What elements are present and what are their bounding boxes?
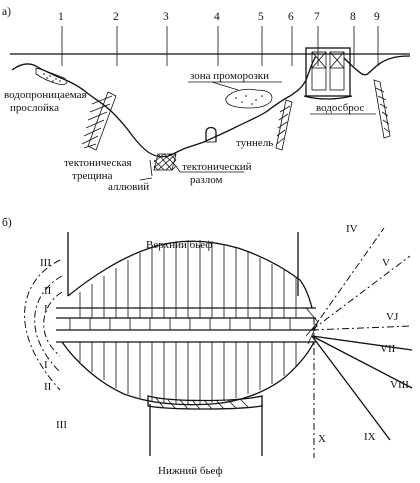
section-number: 4 — [214, 11, 220, 23]
section-number: 5 — [258, 11, 264, 23]
section-numbers: 1 2 3 4 5 6 7 8 9 — [58, 11, 380, 23]
radial-origin — [305, 307, 319, 345]
left-label-III-bottom: III — [56, 419, 67, 431]
radial-IV — [311, 227, 385, 331]
downstream-label: Нижний бьеф — [158, 465, 223, 477]
section-number: 3 — [163, 11, 169, 23]
alluvium-underline — [139, 177, 153, 181]
downstream-body — [61, 341, 315, 406]
right-label-V: V — [382, 257, 390, 269]
upstream-body — [67, 240, 313, 309]
section-number: 6 — [288, 11, 294, 23]
right-label-VIII: VIII — [390, 379, 409, 391]
tectonic-fault — [153, 153, 177, 171]
freeze-zone — [225, 88, 273, 109]
section-number: 1 — [58, 11, 64, 23]
left-label-III-top: III — [40, 257, 51, 269]
section-number: 7 — [314, 11, 320, 23]
tectonic-crack — [81, 91, 117, 151]
tunnel-label: туннель — [236, 137, 273, 149]
radial-VI — [311, 325, 413, 331]
arc-I — [43, 291, 63, 357]
arc-III — [24, 259, 61, 391]
freeze-zone-label: зона проморозки — [190, 70, 269, 82]
axis-ticks — [69, 318, 291, 330]
right-label-X: X — [318, 433, 326, 445]
far-right-crack — [373, 79, 391, 139]
right-section-lines — [305, 227, 413, 458]
right-label-IX: IX — [364, 431, 376, 443]
right-section-labels: IV V VJ VII VIII IX X — [318, 223, 409, 445]
fault-pointer — [175, 165, 181, 173]
valley-profile-right — [343, 55, 411, 76]
permeable-layer — [35, 67, 68, 85]
radial-V — [311, 255, 411, 331]
arc-II — [34, 275, 63, 373]
downstream-hatching — [79, 342, 297, 404]
tectonic-fault-label-2: разлом — [190, 174, 223, 186]
left-label-I-top: I — [44, 303, 48, 315]
left-section-arcs — [24, 259, 63, 391]
alluvium-pointer — [149, 159, 153, 177]
spillway-label: водосброс — [316, 102, 365, 114]
section-number: 8 — [350, 11, 356, 23]
permeable-layer-label-1: водопроницаемая — [4, 89, 87, 101]
dam-structure — [303, 47, 353, 100]
freeze-zone-pointer — [211, 81, 239, 91]
left-section-labels: III II I I II III — [40, 257, 67, 431]
upstream-label: Верхний бьеф — [146, 239, 212, 251]
freeze-zone-dots — [235, 95, 263, 105]
right-crack — [275, 99, 293, 151]
right-label-VJ: VJ — [386, 311, 399, 323]
upstream-hatching — [79, 240, 297, 318]
permeable-layer-label-2: прослойка — [10, 102, 59, 114]
tectonic-fault-label-1: тектонический — [182, 161, 252, 173]
right-label-IV: IV — [346, 223, 358, 235]
tunnel-portal — [205, 126, 217, 142]
radial-IX — [311, 335, 391, 441]
panel-b-label: б) — [2, 217, 12, 229]
alluvium-label: аллювий — [108, 181, 149, 193]
abutments — [67, 232, 299, 456]
left-label-II-top: II — [44, 285, 52, 297]
section-number: 2 — [113, 11, 119, 23]
downstream-strip — [147, 395, 263, 410]
tectonic-crack-label-1: тектоническая — [64, 157, 132, 169]
section-number: 9 — [374, 11, 380, 23]
right-label-VII: VII — [380, 343, 396, 355]
permeable-layer-dots — [43, 73, 61, 82]
radial-VIII — [311, 335, 413, 389]
tectonic-crack-label-2: трещина — [72, 170, 113, 182]
panel-a-label: а) — [2, 6, 11, 18]
section-lines — [61, 26, 379, 66]
left-label-II-bottom: II — [44, 381, 52, 393]
left-label-I-bottom: I — [44, 359, 48, 371]
radial-VII — [311, 335, 413, 351]
